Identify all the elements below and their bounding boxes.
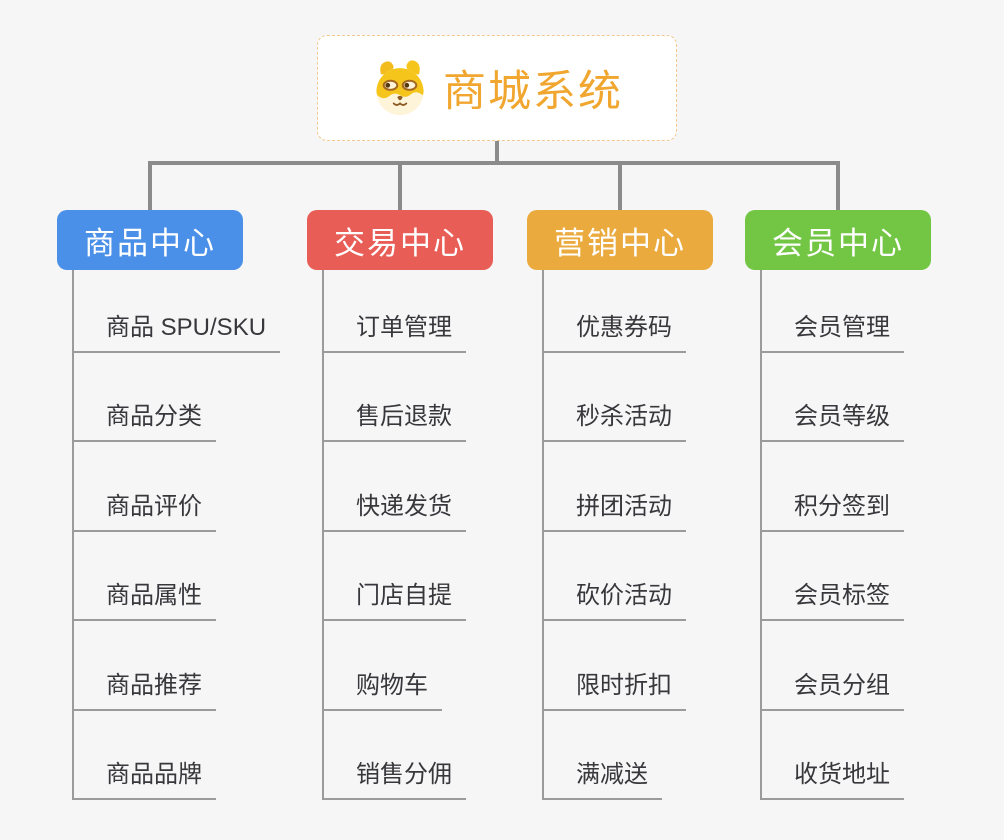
connector-root-drop (495, 140, 499, 163)
leaf-node[interactable]: 积分签到 (762, 492, 904, 532)
branch-node-product[interactable]: 商品中心 (57, 210, 243, 270)
leaf-node[interactable]: 拼团活动 (544, 492, 686, 532)
leaf-node[interactable]: 砍价活动 (544, 581, 686, 621)
leaf-node[interactable]: 门店自提 (324, 581, 466, 621)
leaf-node[interactable]: 商品品牌 (74, 760, 216, 800)
leaf-node[interactable]: 满减送 (544, 760, 662, 800)
root-title: 商城系统 (443, 68, 623, 116)
connector-drop-trade (398, 161, 402, 210)
leaf-node[interactable]: 会员分组 (762, 671, 904, 711)
leaf-node[interactable]: 商品推荐 (74, 671, 216, 711)
leaf-node[interactable]: 销售分佣 (324, 760, 466, 800)
leaf-node[interactable]: 限时折扣 (544, 671, 686, 711)
connector-drop-member (836, 161, 840, 210)
branch-column-product: 商品 SPU/SKU 商品分类商品评价商品属性商品推荐商品品牌 (72, 270, 324, 800)
leaf-node[interactable]: 订单管理 (324, 313, 466, 353)
leaf-node[interactable]: 售后退款 (324, 402, 466, 442)
doge-icon (371, 59, 429, 117)
connector-drop-marketing (618, 161, 622, 210)
leaf-node[interactable]: 快递发货 (324, 492, 466, 532)
root-node[interactable]: 商城系统 (317, 35, 677, 141)
leaf-node[interactable]: 优惠券码 (544, 313, 686, 353)
branch-node-member[interactable]: 会员中心 (745, 210, 931, 270)
leaf-node[interactable]: 会员等级 (762, 402, 904, 442)
leaf-node[interactable]: 会员管理 (762, 313, 904, 353)
branch-node-marketing[interactable]: 营销中心 (527, 210, 713, 270)
leaf-node[interactable]: 商品评价 (74, 492, 216, 532)
leaf-node[interactable]: 收货地址 (762, 760, 904, 800)
leaf-node[interactable]: 商品属性 (74, 581, 216, 621)
leaf-node[interactable]: 购物车 (324, 671, 442, 711)
branch-column-trade: 订单管理售后退款快递发货门店自提购物车销售分佣 (322, 270, 574, 800)
leaf-node[interactable]: 商品 SPU/SKU (74, 313, 281, 353)
connector-horizontal-bar (148, 161, 840, 165)
branch-node-trade[interactable]: 交易中心 (307, 210, 493, 270)
leaf-node[interactable]: 商品分类 (74, 402, 216, 442)
leaf-node[interactable]: 秒杀活动 (544, 402, 686, 442)
branch-column-marketing: 优惠券码秒杀活动拼团活动砍价活动限时折扣满减送 (542, 270, 794, 800)
leaf-node[interactable]: 会员标签 (762, 581, 904, 621)
branch-column-member: 会员管理会员等级积分签到会员标签会员分组收货地址 (760, 270, 1004, 800)
connector-drop-product (148, 161, 152, 210)
